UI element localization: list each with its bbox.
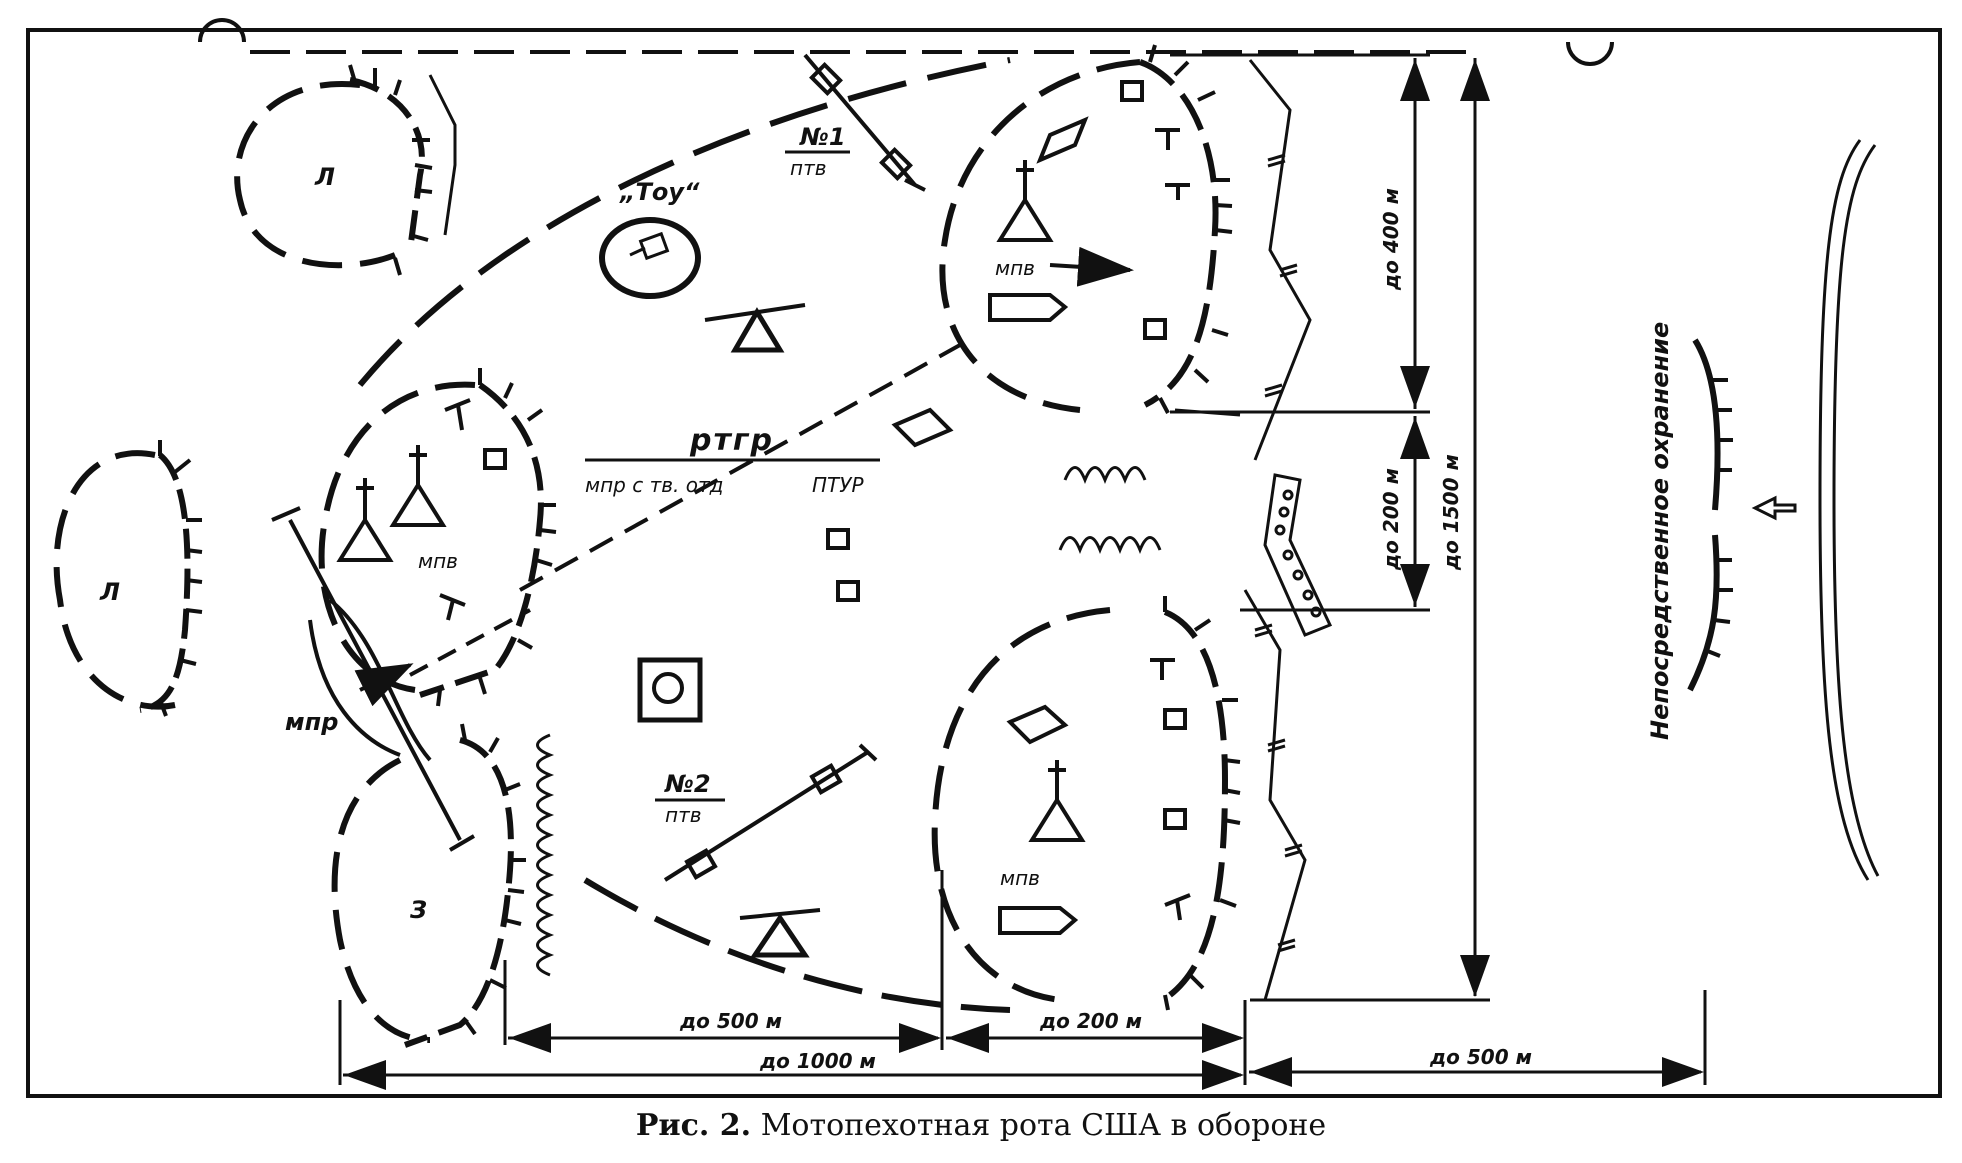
position-left-platoon xyxy=(318,368,557,707)
dim-200-v: до 200 м xyxy=(1379,468,1403,571)
tow-position xyxy=(599,217,701,299)
fire-line xyxy=(409,343,961,677)
dim-400: до 400 м xyxy=(1379,188,1403,291)
dim-1000: до 1000 м xyxy=(759,1049,876,1073)
frame xyxy=(26,28,1942,1098)
diamond-symbols xyxy=(891,116,1089,745)
weapon-squares xyxy=(483,80,1187,830)
right-boundary xyxy=(1243,59,1312,1001)
observation-symbols xyxy=(336,160,1086,842)
label-n1: №1 xyxy=(799,123,846,151)
attack-direction xyxy=(1751,139,1880,881)
company-boundary xyxy=(357,57,1011,1013)
label-n2: №2 xyxy=(664,770,711,798)
label-ptv1: птв xyxy=(790,156,827,180)
label-mpv-left: мпв xyxy=(418,549,458,573)
label-rtgr: ртгр xyxy=(689,423,774,458)
label-ptv2: птв xyxy=(665,803,702,827)
label-mpr: мпр xyxy=(285,708,338,736)
label-z: З xyxy=(409,896,427,924)
ptv-2 xyxy=(663,743,878,882)
position-top-right xyxy=(939,44,1241,417)
vehicle-symbols xyxy=(988,246,1134,935)
position-l-top xyxy=(234,64,457,276)
dim-1500: до 1500 м xyxy=(1439,454,1463,571)
label-mpr-te: мпр с тв. отд xyxy=(585,473,723,497)
position-bottom-right xyxy=(931,596,1241,1011)
position-z xyxy=(331,723,526,1048)
caption-text: Мотопехотная рота США в обороне xyxy=(760,1108,1327,1143)
label-l-left: Л xyxy=(99,578,120,606)
figure-caption: Рис. 2. Мотопехотная рота США в обороне xyxy=(0,1108,1962,1143)
horizontal-dimensions xyxy=(338,870,1707,1090)
dim-200-h: до 200 м xyxy=(1039,1009,1142,1033)
label-mpv-top: мпв xyxy=(995,256,1035,280)
vertical-dimensions xyxy=(1170,53,1490,1002)
label-l-top: Л xyxy=(314,163,335,191)
position-l-left xyxy=(53,440,203,717)
label-mpv-bottom: мпв xyxy=(1000,866,1040,890)
mortar-symbols xyxy=(704,303,821,958)
label-guard: Непосредственное охранение xyxy=(1646,322,1674,740)
label-tou: „Тоу“ xyxy=(619,178,700,206)
caption-fig: Рис. 2. xyxy=(635,1108,752,1143)
dim-500-b: до 500 м xyxy=(1429,1045,1532,1069)
t-symbols xyxy=(439,128,1191,921)
top-boundary xyxy=(198,18,1614,66)
dim-500-a: до 500 м xyxy=(679,1009,782,1033)
wire-obstacles xyxy=(536,466,1162,977)
minefield xyxy=(1263,473,1333,637)
label-ptur: ПТУР xyxy=(812,473,864,497)
ptv-1 xyxy=(803,53,926,192)
mpr-boundary xyxy=(271,506,476,852)
guard-position xyxy=(1687,338,1733,692)
